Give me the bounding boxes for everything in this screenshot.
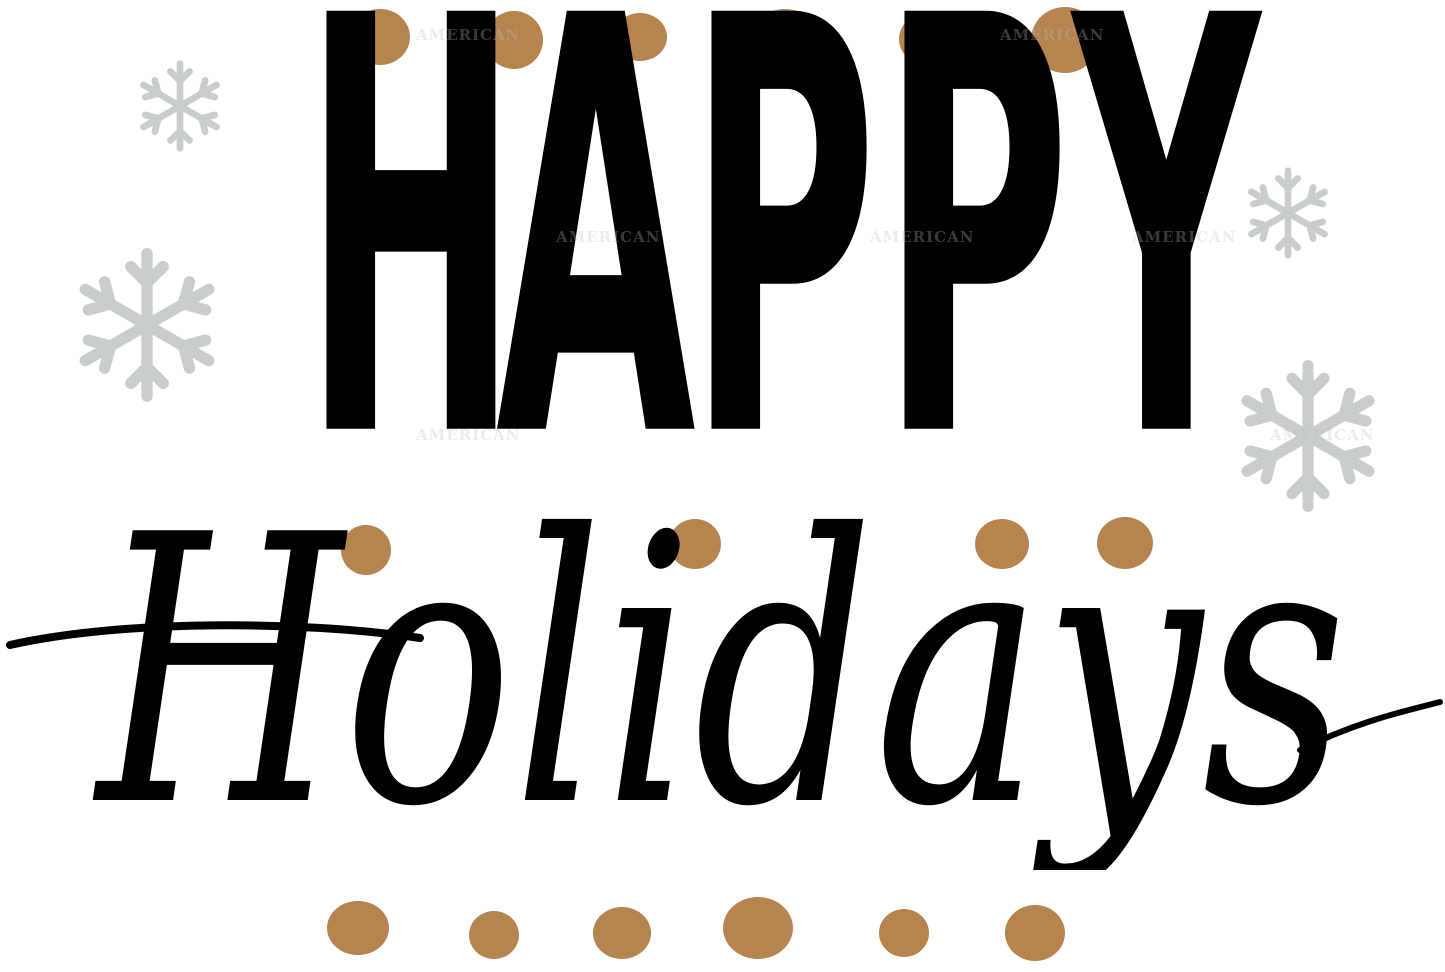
watermark: AMERICAN: [556, 228, 661, 246]
dot-icon: [1096, 516, 1154, 570]
headline-happy: H A P P Y: [260, 0, 1260, 517]
watermark: AMERICAN: [870, 228, 975, 246]
script-word-text: Holidays: [93, 470, 1347, 870]
watermark: AMERICAN: [416, 26, 521, 44]
headline-letter: P: [880, 0, 1070, 565]
dot-icon: [468, 910, 520, 960]
script-holidays: Holidays: [0, 470, 1445, 870]
dot-icon: [750, 8, 820, 70]
dot-icon: [878, 908, 930, 958]
dot-icon: [484, 10, 544, 70]
snowflake-icon: [132, 58, 228, 154]
dot-icon: [1004, 904, 1066, 962]
dot-icon: [326, 900, 390, 956]
headline-letter: A: [495, 0, 696, 565]
dot-icon: [668, 518, 722, 570]
headline-letter: H: [302, 0, 520, 565]
snowflake-icon: [66, 244, 228, 406]
dot-icon: [898, 12, 956, 66]
watermark: AMERICAN: [1000, 26, 1105, 44]
dot-icon: [612, 12, 668, 62]
watermark: AMERICAN: [1132, 228, 1237, 246]
dot-icon: [722, 896, 794, 960]
dot-icon: [592, 906, 652, 960]
snowflake-icon: [1240, 164, 1336, 262]
headline-letter: Y: [1072, 0, 1260, 565]
snowflake-icon: [1228, 356, 1388, 516]
watermark: AMERICAN: [1270, 426, 1375, 444]
dot-icon: [1030, 6, 1100, 74]
headline-letter: P: [687, 0, 878, 565]
dot-icon: [340, 524, 392, 576]
dot-icon: [974, 518, 1030, 570]
watermark: AMERICAN: [416, 426, 521, 444]
dot-icon: [349, 8, 411, 66]
